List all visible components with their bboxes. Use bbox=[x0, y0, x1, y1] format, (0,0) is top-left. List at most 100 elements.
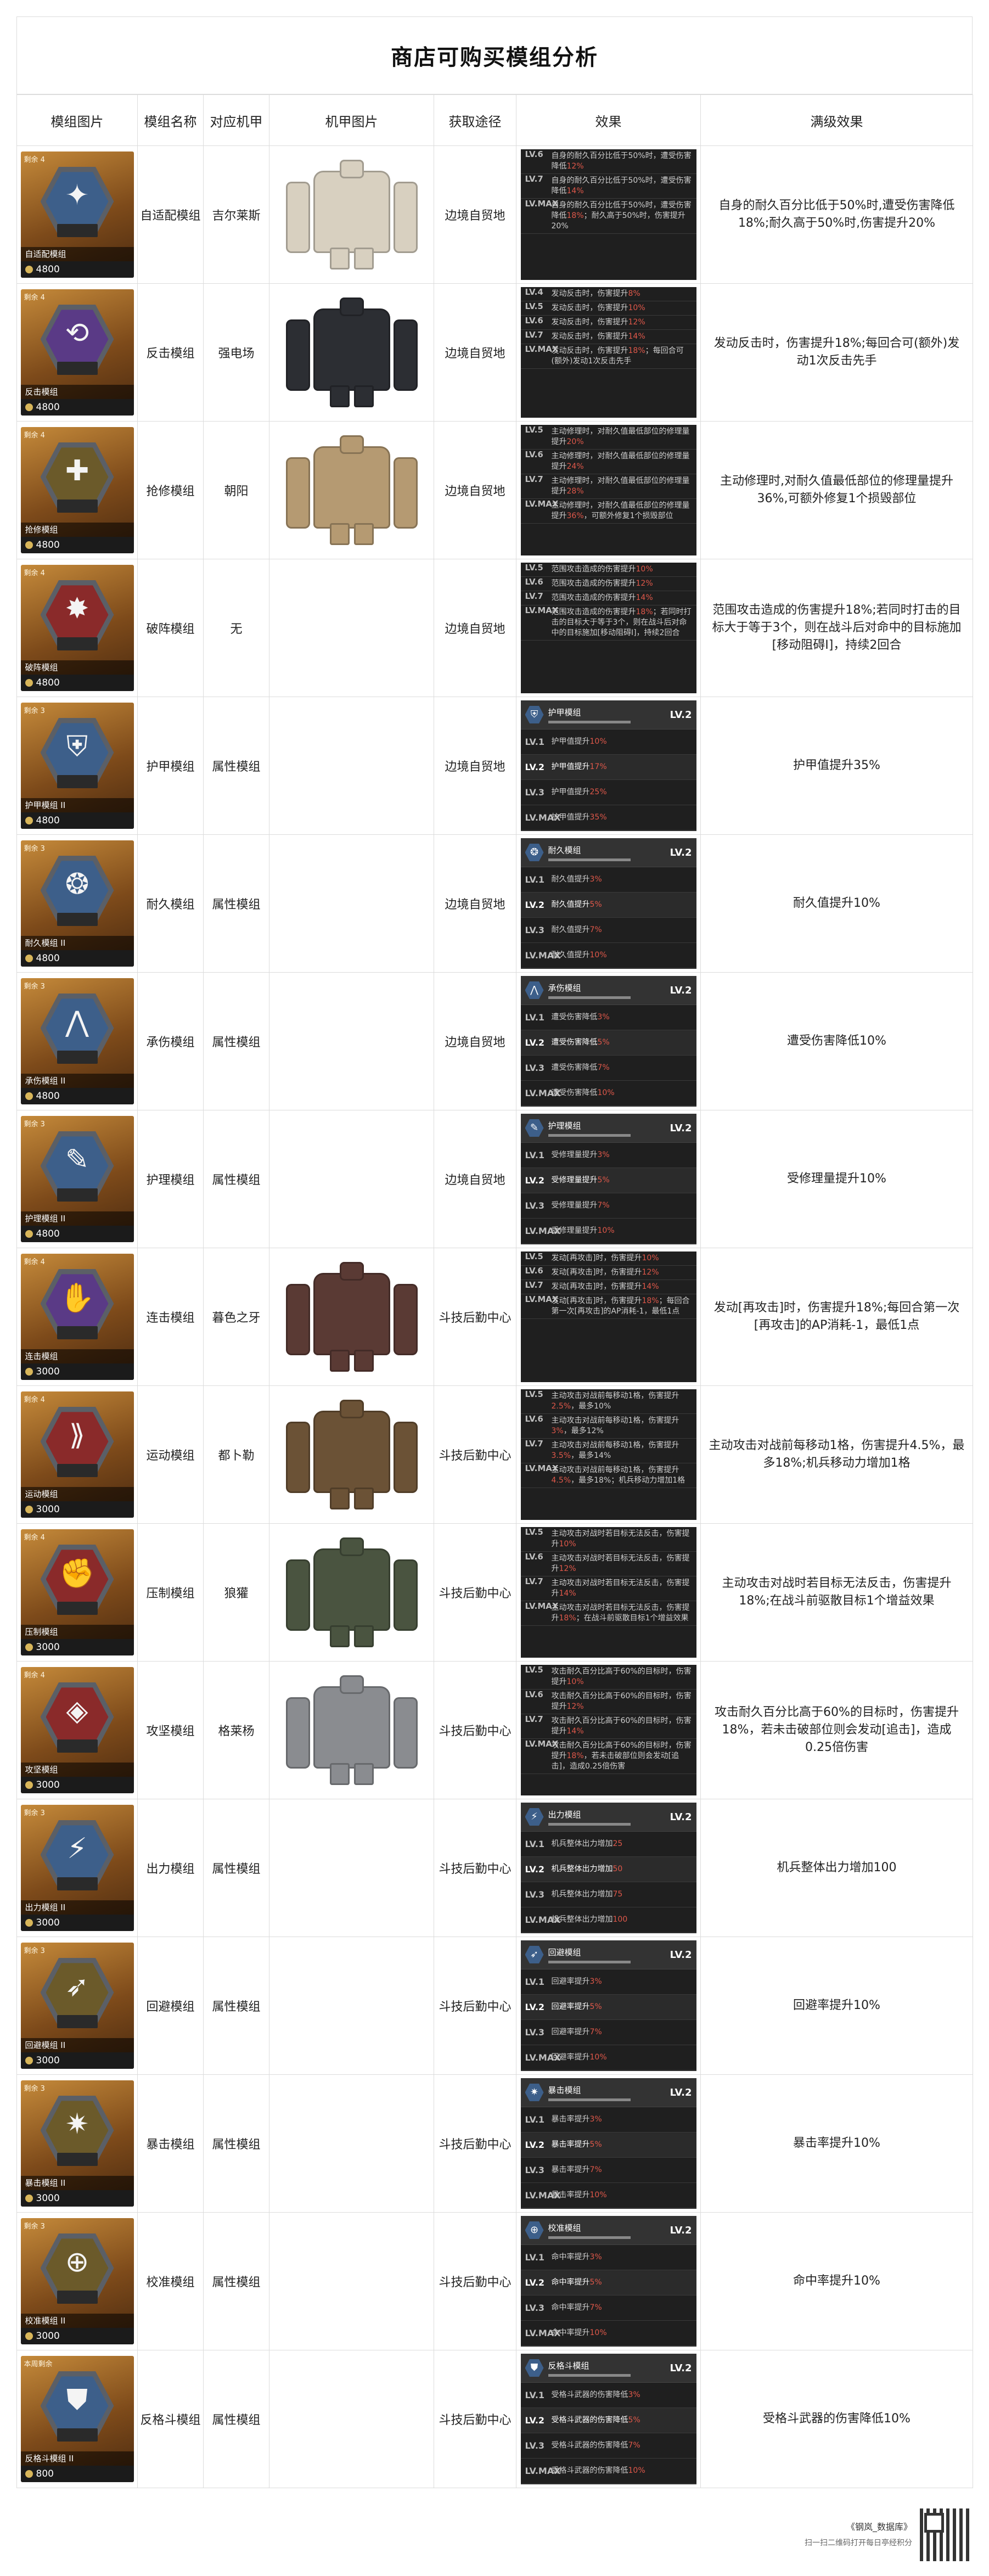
effect-value: 3% bbox=[597, 1150, 610, 1159]
module-badge-icon bbox=[57, 362, 98, 375]
effect-text: 受修理量提升5% bbox=[549, 1174, 696, 1187]
effect-text-pre: 护甲值提升 bbox=[551, 762, 590, 771]
header-mech-image: 机甲图片 bbox=[269, 94, 434, 146]
mech-image-cell bbox=[269, 2074, 434, 2213]
effect-text-pre: 暴击率提升 bbox=[551, 2191, 590, 2199]
effect-text-pre: 发动反击时，伤害提升 bbox=[551, 304, 628, 312]
mech-name: 属性模组 bbox=[203, 1799, 269, 1937]
effect-text: 范围攻击造成的伤害提升12% bbox=[549, 577, 696, 591]
level-label: LV.2 bbox=[525, 1175, 545, 1186]
effect-text-pre: 攻击耐久百分比高于60%的目标时，伤害提升 bbox=[551, 1667, 692, 1686]
effect-text-pre: 发动[再攻击]时，伤害提升 bbox=[551, 1268, 642, 1277]
effect-text: 发动反击时，伤害提升18%；每回合可(额外)发动1次反击先手 bbox=[549, 344, 696, 368]
price: 4800 bbox=[20, 812, 134, 829]
module-core bbox=[46, 1274, 109, 1333]
level-label: LV.4 bbox=[525, 287, 543, 297]
price: 3000 bbox=[20, 2190, 134, 2207]
effect-text: 发动[再攻击]时，伤害提升12% bbox=[549, 1266, 696, 1279]
price: 4800 bbox=[20, 399, 134, 416]
effect-text-post: ；耐久高于50%时，伤害提升20% bbox=[551, 211, 685, 231]
effect-text: 自身的耐久百分比低于50%时，遭受伤害降低18%；耐久高于50%时，伤害提升20… bbox=[549, 199, 696, 233]
mech-name: 属性模组 bbox=[203, 2074, 269, 2213]
effect-value: 10% bbox=[628, 304, 645, 312]
max-effect: 发动[再攻击]时，伤害提升18%;每回合第一次[再攻击]的AP消耗-1，最低1点 bbox=[713, 1301, 960, 1332]
level-label: LV.MAX bbox=[525, 1088, 561, 1098]
price-value: 3000 bbox=[36, 1780, 60, 1791]
current-level: LV.2 bbox=[670, 709, 692, 721]
effect-value: 28% bbox=[566, 487, 584, 496]
level-label: LV.5 bbox=[525, 1527, 543, 1537]
module-name: 耐久模组 bbox=[137, 834, 204, 973]
mech-part bbox=[329, 1625, 350, 1647]
module-badge-icon bbox=[57, 1602, 98, 1615]
effect-text: 发动反击时，伤害提升12% bbox=[549, 316, 696, 329]
header-row: 模组图片 模组名称 对应机甲 机甲图片 获取途径 效果 满级效果 bbox=[16, 94, 973, 146]
effect-text-pre: 遭受伤害降低 bbox=[551, 1038, 598, 1047]
effect-text: 自身的耐久百分比低于50%时，遭受伤害降低12% bbox=[549, 149, 696, 173]
card-name: 反格斗模组 II bbox=[20, 2451, 134, 2466]
level-label: LV.3 bbox=[525, 2027, 545, 2038]
effect-text: 发动[再攻击]时，伤害提升14% bbox=[549, 1280, 696, 1294]
module-badge-icon bbox=[57, 2153, 98, 2166]
coin-icon bbox=[25, 817, 33, 824]
level-label: LV.6 bbox=[525, 1414, 543, 1424]
mech-image-cell bbox=[269, 2350, 434, 2488]
effect-text-pre: 自身的耐久百分比低于50%时，遭受伤害降低 bbox=[551, 151, 692, 171]
effect-text-pre: 范围攻击造成的伤害提升 bbox=[551, 593, 636, 602]
page-title: 商店可购买模组分析 bbox=[16, 16, 973, 94]
panel-module-name: 护理模组 bbox=[548, 1120, 670, 1137]
level-label: LV.5 bbox=[525, 1665, 543, 1675]
max-effect-cell: 主动攻击对战时若目标无法反击，伤害提升18%;在战斗前驱散目标1个增益效果 bbox=[700, 1523, 973, 1662]
level-label: LV.3 bbox=[525, 2165, 545, 2175]
card-name: 护理模组 II bbox=[20, 1211, 134, 1226]
effect-value: 2.5% bbox=[551, 1402, 571, 1411]
module-icon: ⊕ bbox=[525, 2221, 544, 2239]
qr-code-icon[interactable] bbox=[920, 2508, 973, 2561]
module-badge-icon bbox=[57, 913, 98, 926]
effect-value: 3% bbox=[589, 875, 602, 884]
level-label: LV.2 bbox=[525, 2277, 545, 2288]
max-effect-cell: 受格斗武器的伤害降低10% bbox=[700, 2350, 973, 2488]
remaining-count: 剩余 4 bbox=[24, 569, 45, 577]
price-value: 3000 bbox=[36, 1366, 60, 1377]
effect-value: 10% bbox=[597, 1226, 615, 1235]
effect-text-pre: 受格斗武器的伤害降低 bbox=[551, 2390, 628, 2399]
module-icon: ⚡ bbox=[525, 1808, 544, 1826]
module-name: 反格斗模组 bbox=[137, 2350, 204, 2488]
